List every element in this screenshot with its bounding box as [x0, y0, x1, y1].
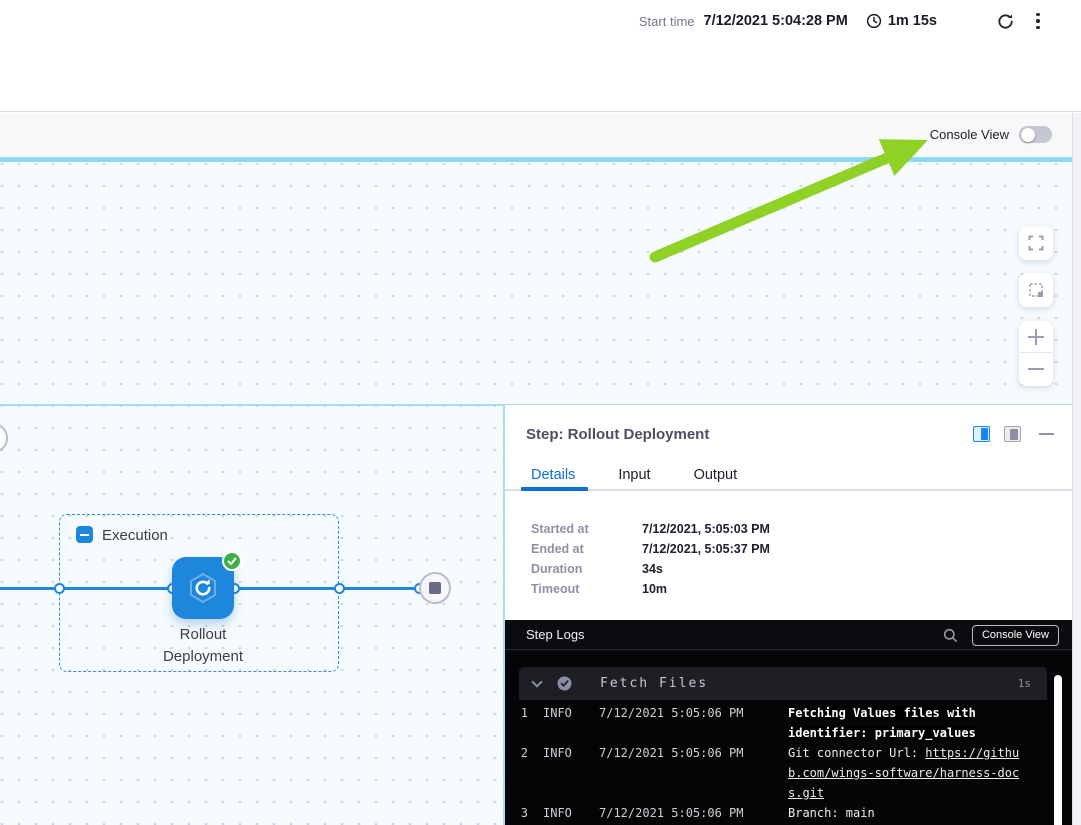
- toggle-knob: [1020, 127, 1035, 142]
- collapse-group-button[interactable]: [76, 526, 93, 543]
- tab-divider: [505, 489, 1072, 491]
- kebab-dot: [1036, 25, 1040, 30]
- log-row-2: 2 INFO 7/12/2021 5:05:06 PM Git connecto…: [520, 746, 1020, 800]
- search-icon: [943, 628, 957, 642]
- step-details-panel: Step: Rollout Deployment Details Input O…: [505, 405, 1072, 825]
- chevron-down-icon: [531, 675, 543, 688]
- split-view-button[interactable]: [973, 426, 990, 442]
- detail-row-started-at: Started at 7/12/2021, 5:05:03 PM: [531, 522, 770, 536]
- elapsed-time: 1m 15s: [866, 13, 937, 29]
- minimize-panel-button[interactable]: [1039, 432, 1054, 436]
- zoom-in-button[interactable]: [1019, 321, 1053, 353]
- log-group-duration: 1s: [1017, 677, 1031, 690]
- step-logs-body[interactable]: Fetch Files 1s 1 INFO 7/12/2021 5:05:06 …: [505, 651, 1072, 825]
- clock-icon: [866, 13, 882, 29]
- step-details-list: Started at 7/12/2021, 5:05:03 PM Ended a…: [531, 519, 770, 599]
- logs-console-view-button[interactable]: Console View: [971, 624, 1059, 646]
- kebab-dot: [1036, 19, 1040, 23]
- step-logs-title: Step Logs: [526, 627, 585, 642]
- panel-tabs: Details Input Output: [526, 467, 742, 493]
- console-view-toggle[interactable]: [1019, 126, 1052, 143]
- canvas-panel-divider-vertical: [503, 405, 505, 825]
- start-time-value: 7/12/2021 5:04:28 PM: [703, 13, 848, 29]
- detail-row-duration: Duration 34s: [531, 562, 663, 576]
- tab-input[interactable]: Input: [618, 467, 651, 483]
- bottom-view-button[interactable]: [1004, 426, 1021, 442]
- tab-output[interactable]: Output: [693, 467, 738, 483]
- log-message-highlighted: Fetching Values files with identifier: p…: [788, 706, 976, 740]
- log-group-fetch-files[interactable]: Fetch Files 1s: [519, 667, 1047, 700]
- stage-progress-bar: [0, 157, 1072, 162]
- node-label-line2: Deployment: [162, 648, 244, 665]
- pipeline-end-node[interactable]: [419, 572, 451, 604]
- connector-point: [53, 583, 65, 594]
- refresh-button[interactable]: [993, 9, 1017, 33]
- log-row-3: 3 INFO 7/12/2021 5:05:06 PM Branch: main: [520, 806, 875, 820]
- zoom-buttons: [1019, 321, 1053, 386]
- marquee-select-icon: [1028, 282, 1043, 297]
- logs-scrollbar[interactable]: [1054, 675, 1062, 825]
- minus-icon: [80, 533, 89, 536]
- detail-row-timeout: Timeout 10m: [531, 582, 668, 596]
- kebab-dot: [1036, 12, 1040, 17]
- connector-point: [333, 583, 345, 594]
- log-success-icon: [557, 676, 572, 691]
- stop-end-icon: [429, 582, 441, 594]
- right-gutter: [1072, 113, 1081, 825]
- log-lines: 1 INFO 7/12/2021 5:05:06 PM Fetching Val…: [514, 703, 1049, 823]
- fit-view-icon: [1028, 235, 1044, 251]
- marquee-select-button[interactable]: [1019, 273, 1053, 307]
- git-connector-link[interactable]: https://github.com/wings-software/harnes…: [788, 746, 1020, 800]
- active-tab-underline: [521, 487, 588, 491]
- console-view-label: Console View: [929, 127, 1009, 142]
- log-message-prefix: Git connector Url:: [788, 746, 926, 760]
- elapsed-time-value: 1m 15s: [887, 13, 937, 29]
- log-group-name: Fetch Files: [600, 676, 709, 691]
- execution-group-label: Execution: [102, 527, 168, 544]
- execution-meta-row: Start time 7/12/2021 5:04:28 PM 1m 15s: [639, 9, 1045, 33]
- view-options-bar: Console View: [0, 113, 1081, 157]
- zoom-out-icon: [1028, 368, 1044, 370]
- check-badge-icon: [222, 551, 242, 571]
- execution-header-bar: Start time 7/12/2021 5:04:28 PM 1m 15s: [0, 0, 1081, 112]
- previous-node-partial: [0, 423, 8, 453]
- step-logs-header: Step Logs Console View: [505, 620, 1072, 650]
- log-row-1: 1 INFO 7/12/2021 5:05:06 PM Fetching Val…: [520, 706, 976, 740]
- rollout-icon: [190, 572, 216, 604]
- start-time-label: Start time: [638, 13, 695, 29]
- search-logs-button[interactable]: [943, 628, 958, 643]
- panel-title: Step: Rollout Deployment: [526, 426, 710, 443]
- node-label-line1: Rollout: [179, 626, 227, 643]
- tab-details[interactable]: Details: [531, 467, 576, 483]
- zoom-out-button[interactable]: [1019, 353, 1053, 385]
- more-options-button[interactable]: [1031, 9, 1045, 33]
- detail-row-ended-at: Ended at 7/12/2021, 5:05:37 PM: [531, 542, 770, 556]
- step-logs-section: Step Logs Console View: [505, 620, 1072, 825]
- fit-view-button[interactable]: [1019, 226, 1053, 260]
